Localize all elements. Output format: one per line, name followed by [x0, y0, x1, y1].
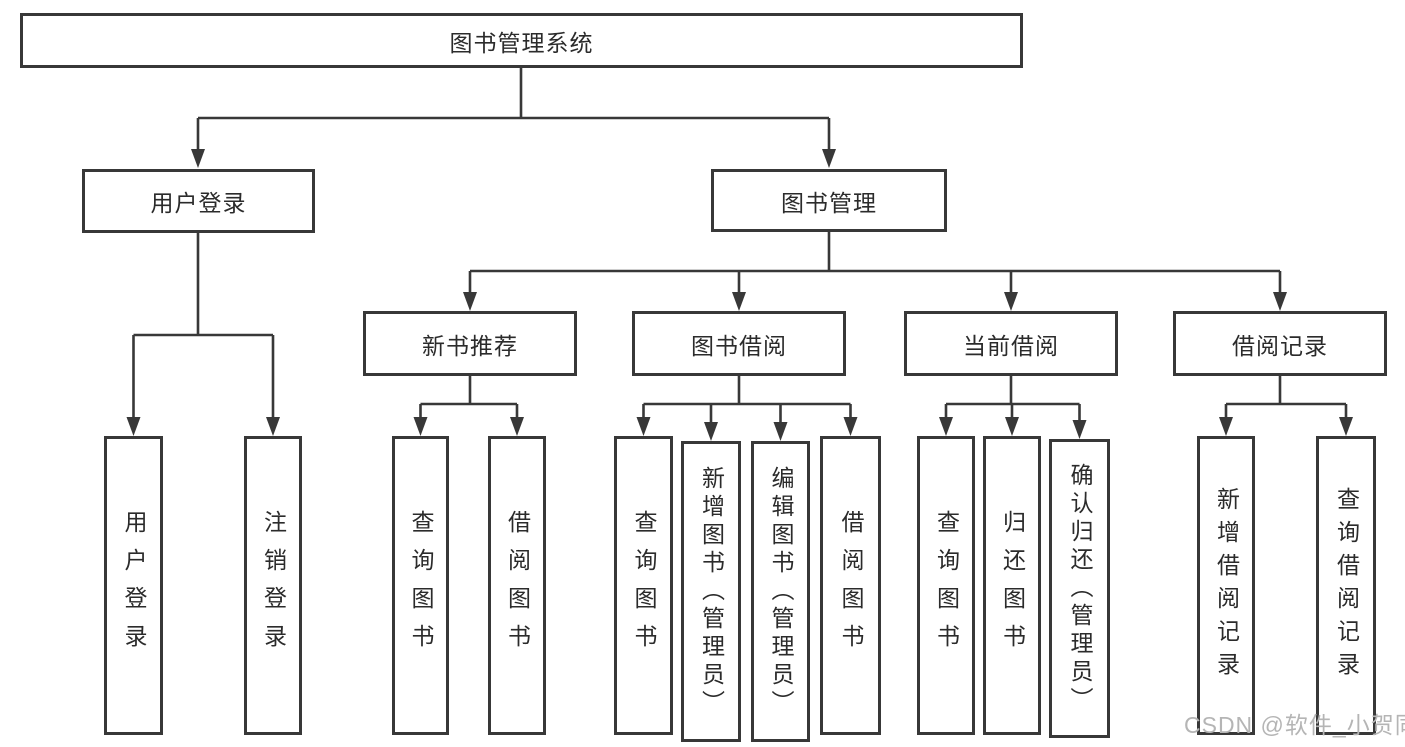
node-new-book-recommend: 新书推荐	[363, 311, 577, 376]
node-root-label: 图书管理系统	[449, 29, 594, 56]
node-borrow-records-label: 借阅记录	[1232, 332, 1328, 359]
leaf-query-books-3-label: 查询图书	[933, 509, 960, 662]
node-book-borrow: 图书借阅	[632, 311, 846, 376]
leaf-user-login-label: 用户登录	[121, 509, 147, 662]
leaf-add-borrow-record: 新增借阅记录	[1197, 436, 1255, 735]
leaf-logout-label: 注销登录	[260, 509, 287, 662]
leaf-query-books-1-label: 查询图书	[408, 509, 434, 662]
leaf-return-book-label: 归还图书	[999, 509, 1026, 662]
leaf-add-borrow-record-label: 新增借阅记录	[1213, 486, 1240, 685]
leaf-query-borrow-record-label: 查询借阅记录	[1333, 486, 1360, 685]
node-book-borrow-label: 图书借阅	[691, 332, 787, 359]
leaf-borrow-books-1: 借阅图书	[488, 436, 546, 735]
leaf-add-book-admin-label: 新增图书（管理员）	[698, 465, 725, 718]
node-book-management: 图书管理	[711, 169, 947, 232]
node-user-login-label: 用户登录	[150, 190, 247, 216]
leaf-user-login: 用户登录	[104, 436, 163, 735]
leaf-borrow-books-1-label: 借阅图书	[504, 509, 531, 662]
node-book-management-label: 图书管理	[781, 189, 877, 216]
leaf-borrow-books-2-label: 借阅图书	[838, 509, 864, 662]
node-current-borrow: 当前借阅	[904, 311, 1118, 376]
watermark: CSDN @软件_小贺同学	[1184, 712, 1405, 738]
node-current-borrow-label: 当前借阅	[963, 332, 1059, 359]
leaf-edit-book-admin-label: 编辑图书（管理员）	[768, 465, 794, 718]
leaf-borrow-books-2: 借阅图书	[820, 436, 881, 735]
node-borrow-records: 借阅记录	[1173, 311, 1387, 376]
leaf-edit-book-admin: 编辑图书（管理员）	[751, 441, 810, 742]
leaf-query-books-2: 查询图书	[614, 436, 673, 735]
leaf-confirm-return-admin-label: 确认归还（管理员）	[1067, 462, 1093, 715]
leaf-query-books-1: 查询图书	[392, 436, 449, 735]
leaf-logout: 注销登录	[244, 436, 302, 735]
leaf-add-book-admin: 新增图书（管理员）	[681, 441, 741, 742]
leaf-confirm-return-admin: 确认归还（管理员）	[1049, 439, 1110, 738]
leaf-query-books-3: 查询图书	[917, 436, 975, 735]
node-new-book-recommend-label: 新书推荐	[422, 332, 518, 359]
leaf-return-book: 归还图书	[983, 436, 1041, 735]
leaf-query-books-2-label: 查询图书	[631, 509, 657, 662]
node-user-login: 用户登录	[82, 169, 315, 233]
leaf-query-borrow-record: 查询借阅记录	[1316, 436, 1376, 735]
node-root: 图书管理系统	[20, 13, 1023, 68]
